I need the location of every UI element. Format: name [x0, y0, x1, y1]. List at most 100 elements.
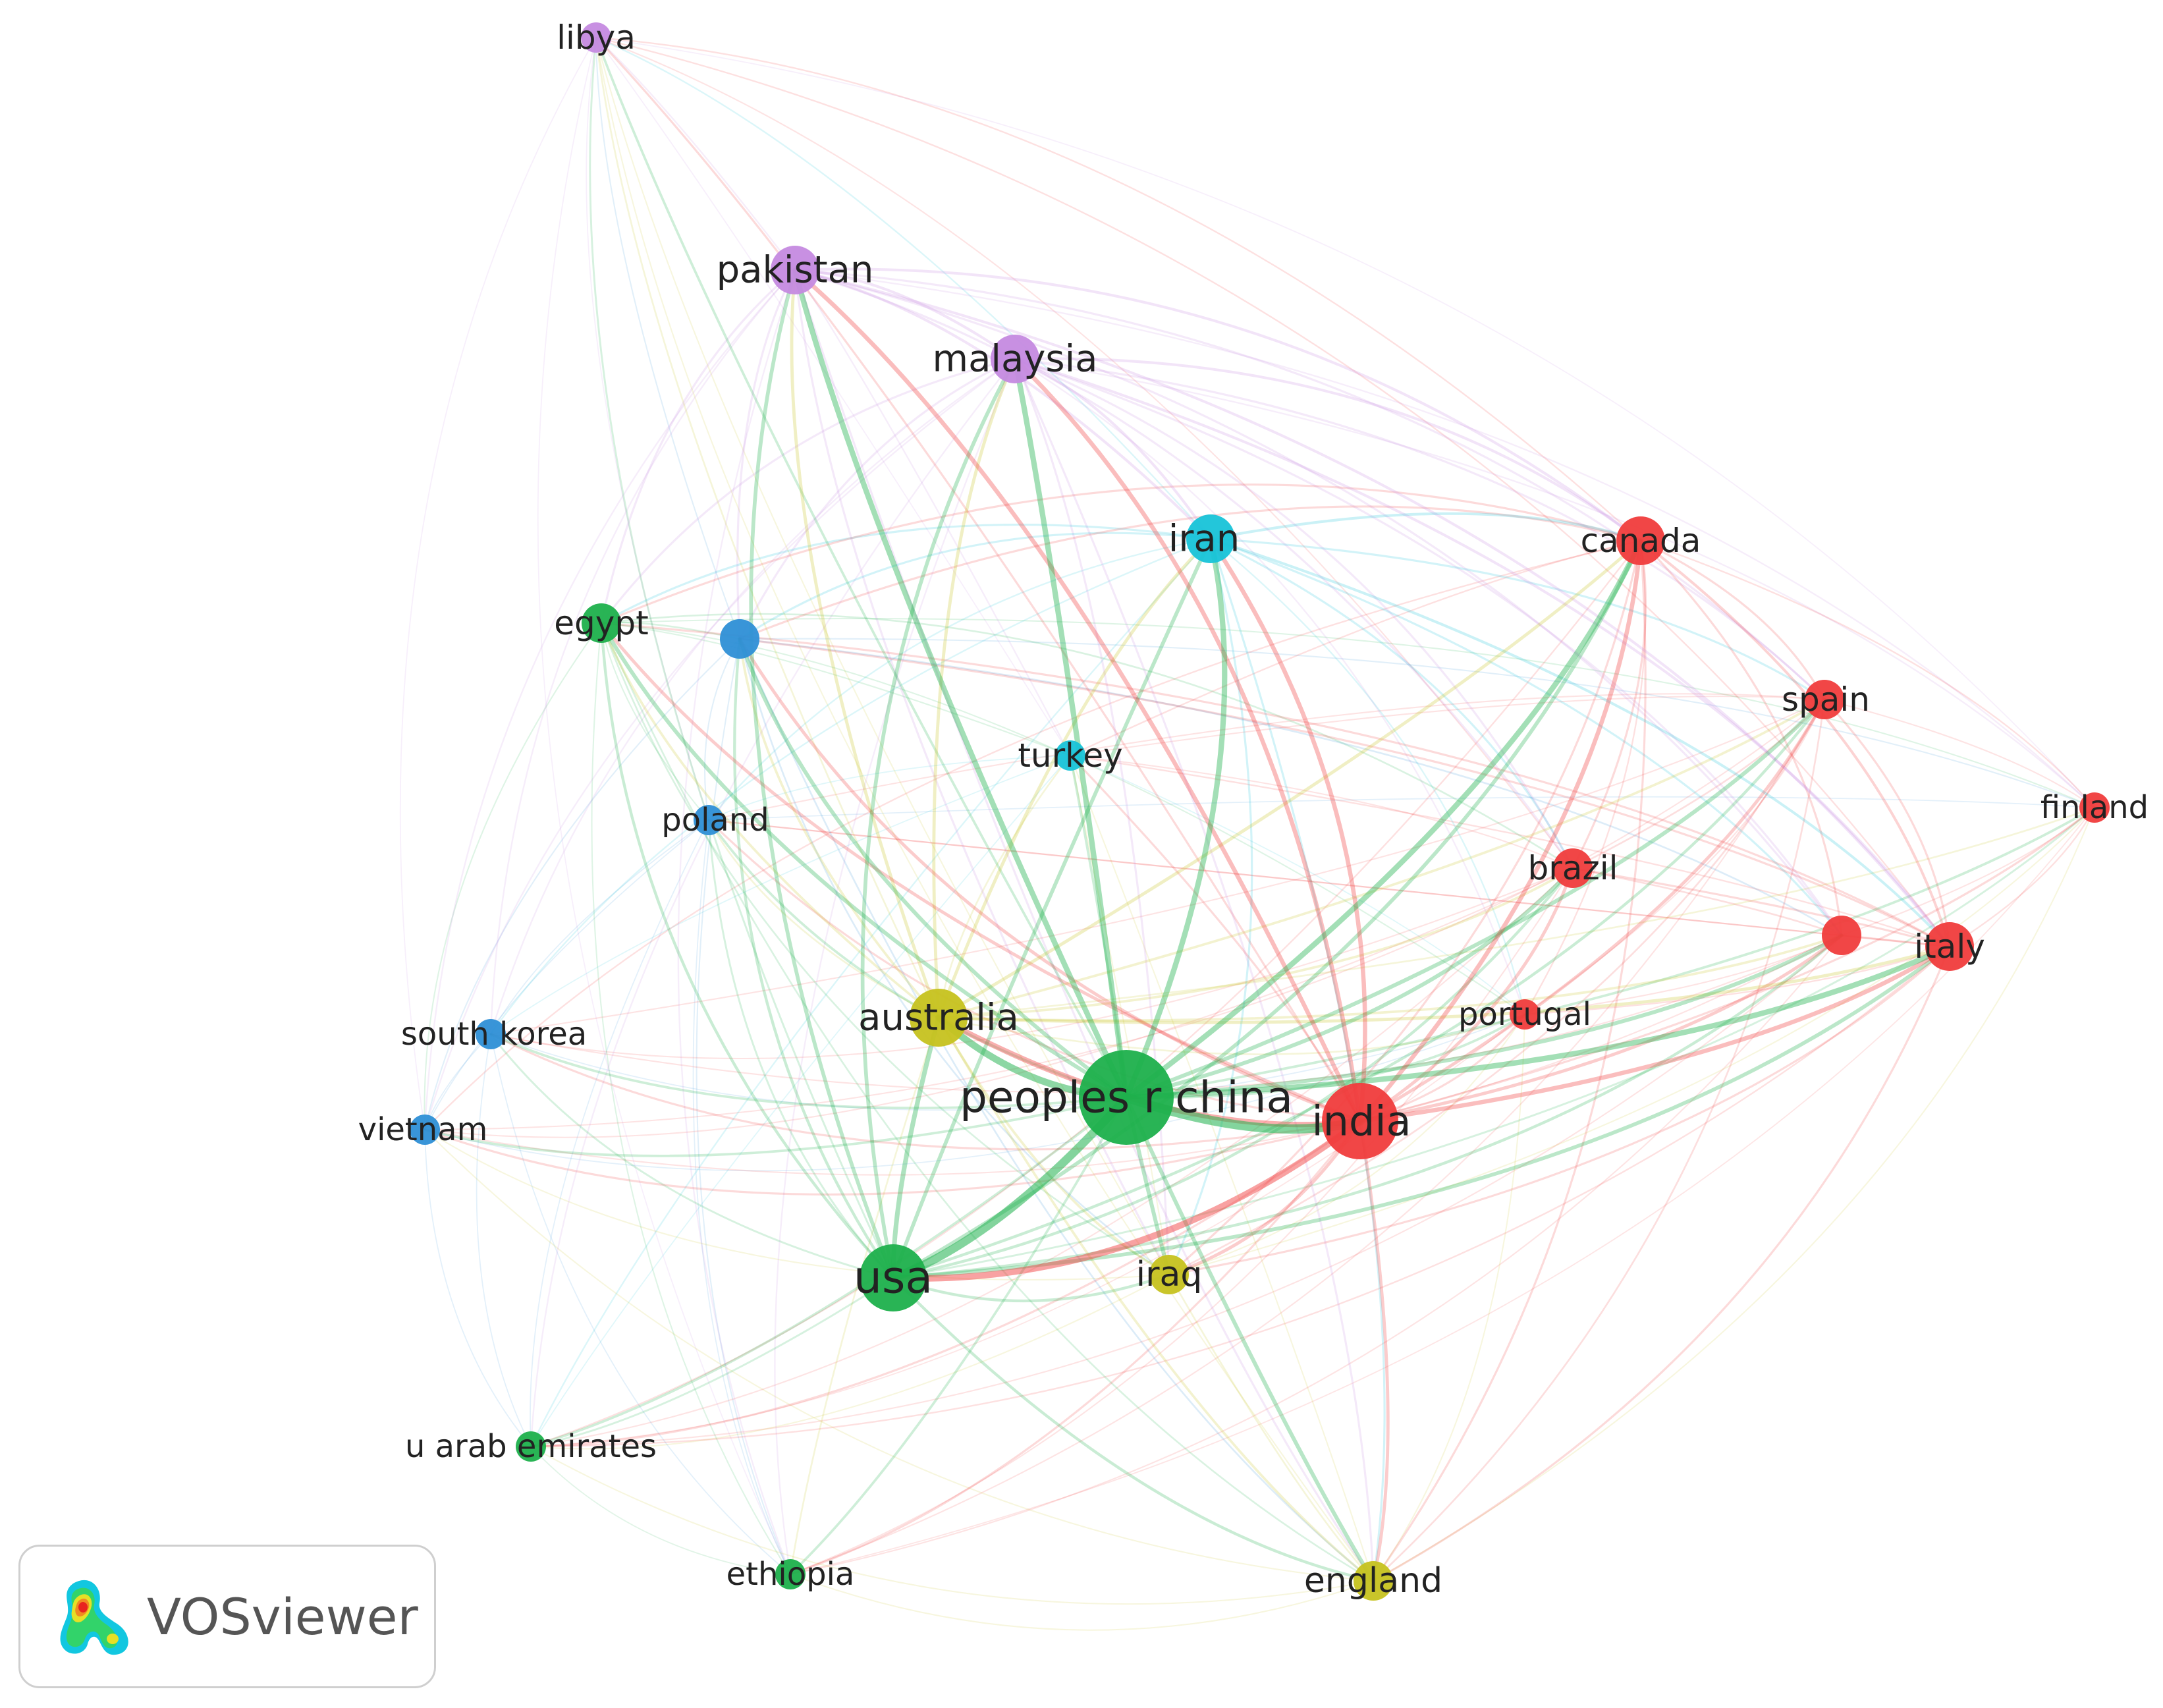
link-turkey-australia — [937, 754, 1072, 1019]
link-india-usa — [890, 1118, 1363, 1282]
link-spain-brazil — [1572, 698, 1826, 869]
link-malaysia-canada — [1013, 357, 1643, 543]
node-canada[interactable] — [1616, 516, 1665, 565]
node-brazil[interactable] — [1553, 848, 1593, 888]
link-u-arab-emirates-ethiopia — [530, 1446, 791, 1575]
link-iran-spain — [1209, 537, 1826, 701]
link-libya-brazil — [595, 36, 1574, 869]
node-label-u-arab-emirates: u arab emirates — [405, 1428, 657, 1465]
link-red-unlabeled-portugal — [1523, 934, 1843, 1016]
link-south-korea-usa — [489, 1033, 894, 1279]
node-malaysia[interactable] — [991, 335, 1039, 383]
link-iraq-england — [1168, 1273, 1375, 1582]
link-canada-brazil — [1572, 539, 1647, 869]
link-poland-south-korea — [490, 819, 709, 1035]
link-brazil-ethiopia — [789, 867, 1574, 1576]
link-libya-england — [595, 36, 1375, 1582]
node-u-arab-emirates[interactable] — [516, 1431, 546, 1462]
node-iran[interactable] — [1186, 514, 1235, 563]
node-south-korea[interactable] — [476, 1019, 506, 1049]
node-label-vietnam: vietnam — [358, 1111, 488, 1148]
link-south-korea-red-unlabeled — [489, 934, 1843, 1093]
link-south-korea-ethiopia — [490, 1033, 791, 1575]
link-blue-unlabeled-ethiopia — [696, 638, 792, 1576]
link-libya-pakistan — [595, 36, 796, 271]
link-egypt-australia — [600, 622, 940, 1019]
link-brazil-red-unlabeled — [1572, 867, 1843, 937]
node-peoples-r-china[interactable] — [1079, 1050, 1174, 1145]
link-malaysia-portugal — [1014, 358, 1526, 1016]
link-blue-unlabeled-italy — [738, 638, 1951, 948]
node-usa[interactable] — [860, 1244, 927, 1311]
link-blue-unlabeled-australia — [738, 638, 940, 1019]
link-pakistan-finland — [794, 269, 2096, 809]
node-spain[interactable] — [1805, 680, 1844, 719]
node-vietnam[interactable] — [410, 1115, 440, 1145]
link-libya-vietnam — [399, 37, 597, 1130]
link-south-korea-portugal — [490, 1014, 1525, 1111]
node-label-poland: poland — [661, 802, 769, 839]
link-india-ethiopia — [789, 1120, 1361, 1576]
link-layer — [399, 36, 2096, 1631]
link-malaysia-u-arab-emirates — [530, 358, 1016, 1448]
link-turkey-egypt — [600, 622, 1072, 757]
link-south-korea-india — [489, 1033, 1361, 1151]
link-finland-india — [1359, 806, 2096, 1122]
link-iran-canada — [1209, 512, 1643, 543]
node-iraq[interactable] — [1149, 1255, 1189, 1294]
node-label-portugal: portugal — [1458, 996, 1591, 1033]
link-blue-unlabeled-canada — [738, 505, 1642, 640]
node-egypt[interactable] — [582, 603, 621, 643]
link-portugal-england — [1372, 1013, 1526, 1582]
link-pakistan-usa — [749, 268, 895, 1280]
link-peoples-r-china-ethiopia — [789, 1096, 1128, 1576]
link-iran-red-unlabeled — [1209, 537, 1843, 937]
link-u-arab-emirates-england — [530, 1445, 1375, 1605]
link-finland-england — [1372, 806, 2096, 1582]
link-canada-italy — [1639, 539, 1952, 949]
link-blue-unlabeled-iraq — [738, 638, 1170, 1276]
link-brazil-india — [1358, 866, 1575, 1123]
link-poland-finland — [708, 796, 2095, 821]
node-england[interactable] — [1354, 1561, 1393, 1601]
node-turkey[interactable] — [1055, 740, 1085, 771]
link-portugal-peoples-r-china — [1125, 1013, 1526, 1099]
link-italy-iraq — [1168, 945, 1951, 1276]
node-ethiopia[interactable] — [775, 1559, 806, 1589]
link-malaysia-brazil — [1014, 358, 1574, 869]
node-layer — [410, 22, 2110, 1601]
node-finland[interactable] — [2079, 792, 2110, 823]
link-iran-india — [1208, 536, 1367, 1124]
node-india[interactable] — [1322, 1083, 1398, 1159]
link-south-korea-peoples-r-china — [489, 1033, 1128, 1109]
link-red-unlabeled-ethiopia — [789, 934, 1843, 1576]
link-canada-australia — [937, 539, 1643, 1020]
link-egypt-finland — [600, 618, 2096, 809]
node-label-canada: canada — [1581, 522, 1701, 560]
link-pakistan-england — [794, 269, 1375, 1582]
node-label-peoples-r-china: peoples r china — [960, 1072, 1293, 1123]
link-ethiopia-england — [789, 1573, 1375, 1631]
node-portugal[interactable] — [1510, 999, 1540, 1030]
node-australia[interactable] — [910, 989, 968, 1047]
link-italy-portugal — [1523, 945, 1951, 1016]
node-pakistan[interactable] — [771, 246, 819, 294]
link-spain-india — [1358, 698, 1826, 1123]
node-poland[interactable] — [694, 805, 724, 835]
link-canada-iraq — [1168, 539, 1642, 1276]
link-turkey-spain — [1069, 696, 1826, 757]
link-libya-turkey — [595, 37, 1071, 756]
link-malaysia-egypt — [600, 358, 1016, 624]
link-libya-iran — [595, 36, 1212, 540]
link-egypt-vietnam — [424, 622, 603, 1131]
node-red-unlabeled[interactable] — [1822, 916, 1861, 955]
node-libya[interactable] — [581, 22, 611, 53]
node-blue-unlabeled[interactable] — [720, 619, 759, 659]
node-italy[interactable] — [1925, 922, 1974, 971]
node-label-south-korea: south korea — [401, 1016, 587, 1053]
link-peoples-r-china-u-arab-emirates — [530, 1096, 1128, 1448]
link-blue-unlabeled-finland — [738, 638, 2096, 809]
link-libya-iraq — [595, 36, 1170, 1276]
link-italy-u-arab-emirates — [530, 945, 1951, 1448]
